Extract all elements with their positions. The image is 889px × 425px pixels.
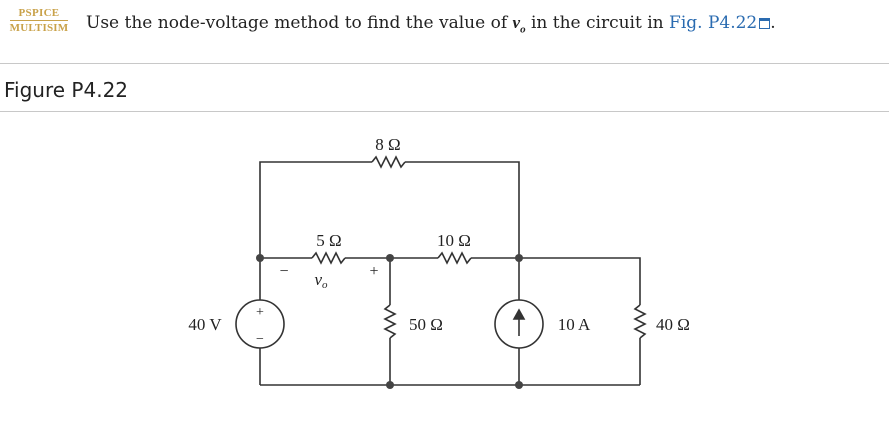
problem-prefix: Use the node-voltage method to find the … bbox=[86, 13, 513, 33]
label-50-ohm: 50 Ω bbox=[409, 315, 443, 334]
label-vs-plus: + bbox=[256, 305, 264, 320]
current-arrow-icon bbox=[512, 308, 526, 336]
pspice-multisim-badge: PSPICE MULTISIM bbox=[2, 8, 76, 38]
problem-var: vo bbox=[512, 13, 526, 36]
label-vo-minus: − bbox=[279, 263, 288, 280]
label-vs-minus: − bbox=[256, 332, 264, 347]
label-vo: vo bbox=[314, 270, 328, 291]
problem-statement: Use the node-voltage method to find the … bbox=[86, 13, 776, 35]
wire-top-right bbox=[405, 161, 520, 258]
label-10a: 10 A bbox=[558, 315, 591, 334]
node-left bbox=[256, 254, 264, 262]
label-40v: 40 V bbox=[188, 315, 222, 334]
figure-link[interactable]: Fig. P4.22 bbox=[669, 13, 758, 33]
problem-var-letter: v bbox=[512, 13, 521, 32]
external-window-icon[interactable] bbox=[759, 18, 771, 29]
problem-mid: in the circuit in bbox=[525, 13, 670, 33]
problem-suffix: . bbox=[770, 13, 776, 33]
badge-pspice: PSPICE bbox=[10, 8, 68, 21]
wire-top bbox=[259, 161, 372, 258]
label-10-ohm: 10 Ω bbox=[437, 231, 471, 250]
resistor-50-ohm bbox=[383, 304, 397, 339]
node-center bbox=[386, 254, 394, 262]
badge-multisim: MULTISIM bbox=[9, 22, 69, 34]
resistor-40-ohm bbox=[633, 304, 647, 339]
resistor-10-ohm bbox=[437, 251, 472, 265]
label-8-ohm: 8 Ω bbox=[375, 135, 400, 154]
node-right bbox=[515, 254, 523, 262]
wire-mid-right bbox=[471, 257, 641, 305]
problem-var-sub: o bbox=[520, 23, 526, 36]
node-bottom-right bbox=[515, 381, 523, 389]
label-5-ohm: 5 Ω bbox=[316, 231, 341, 250]
divider-bottom bbox=[0, 111, 889, 112]
figure-title: Figure P4.22 bbox=[4, 78, 129, 102]
divider-top bbox=[0, 63, 889, 64]
label-vo-plus: + bbox=[369, 263, 378, 280]
resistor-5-ohm bbox=[311, 251, 346, 265]
label-40-ohm: 40 Ω bbox=[656, 315, 690, 334]
resistor-8-ohm bbox=[371, 155, 406, 169]
node-bottom-center bbox=[386, 381, 394, 389]
